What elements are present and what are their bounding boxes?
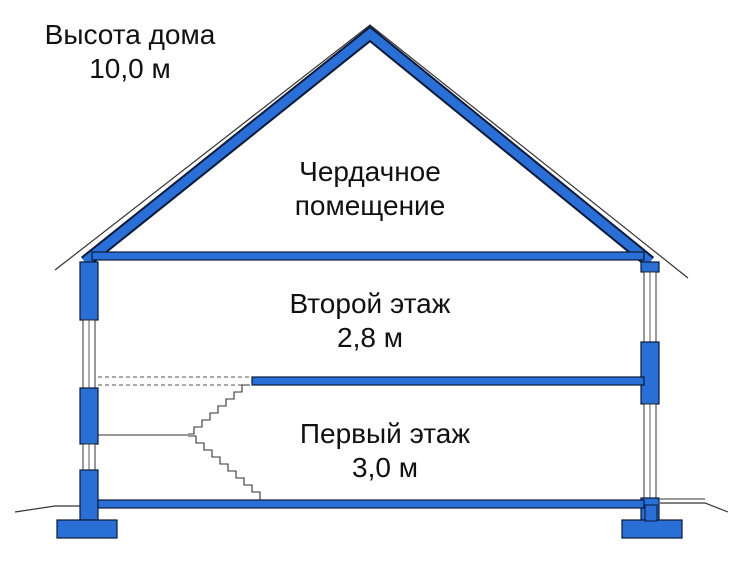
right-foundation-footing [621, 519, 683, 539]
first-floor-height: 3,0 м [352, 452, 418, 483]
roof-eave-outline [54, 24, 689, 279]
attic-label: Чердачное помещение [250, 155, 490, 223]
staircase-lower-flight [188, 435, 261, 500]
first-floor-slab [97, 499, 645, 509]
roof-rafters-fill [82, 28, 653, 266]
second-floor-slab [251, 376, 645, 386]
second-floor-height: 2,8 м [337, 322, 403, 353]
attic-floor-slab [91, 251, 645, 261]
left-wall-top [79, 261, 99, 321]
first-floor-title: Первый этаж [299, 418, 471, 449]
left-wall-middle [79, 387, 99, 445]
attic-label-line2: помещение [294, 190, 446, 221]
left-foundation-footing [56, 519, 118, 539]
staircase-upper-flight [188, 384, 250, 435]
ground-line-left [14, 505, 80, 513]
house-height-title: Высота дома [44, 19, 216, 50]
right-foundation-stem [644, 504, 658, 522]
first-floor-label: Первый этаж 3,0 м [260, 417, 510, 485]
left-wall-bottom [79, 469, 99, 521]
house-height-label: Высота дома 10,0 м [20, 18, 240, 86]
right-wall-middle [640, 341, 660, 405]
ground-line-right [660, 502, 729, 513]
second-floor-title: Второй этаж [289, 288, 451, 319]
attic-label-line1: Чердачное [299, 156, 441, 187]
right-wall-top [640, 261, 660, 273]
second-floor-label: Второй этаж 2,8 м [240, 287, 500, 355]
house-height-value: 10,0 м [89, 53, 171, 84]
